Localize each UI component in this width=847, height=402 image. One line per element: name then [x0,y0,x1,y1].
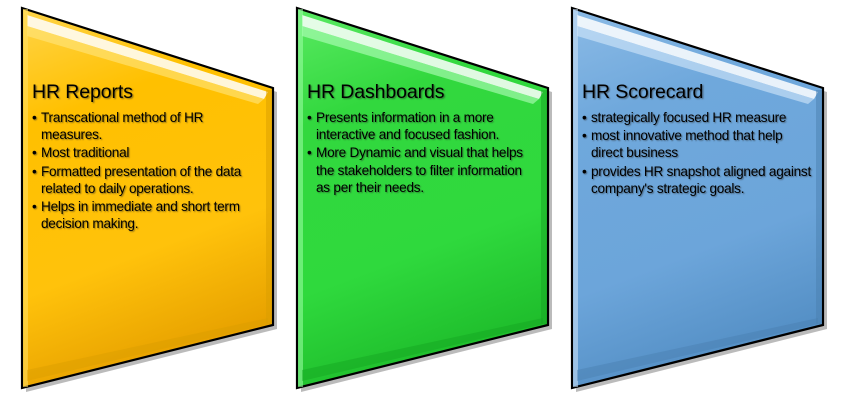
panel-bevel-top-soft [577,26,814,104]
list-item: Helps in immediate and short term decisi… [32,198,264,232]
panel-hr-scorecard[interactable]: HR Scorecard strategically focused HR me… [550,0,832,402]
panel-bevel-left [573,9,578,387]
panel-bevel-top [27,15,268,99]
panel-bevel-top-soft [27,26,264,104]
list-item: Transcational method of HR measures. [32,109,264,143]
list-item: More Dynamic and visual that helps the s… [307,144,539,196]
panel-body [570,6,825,390]
panel-bevel-right [266,90,272,324]
panel-bevel-right [541,90,547,324]
panel-bevel-top [577,15,818,99]
panel-bevel-top [302,15,543,99]
panel-bevel-left [298,9,303,387]
bullet-list: Presents information in a more interacti… [307,109,539,196]
panel-content-hr-dashboards: HR Dashboards Presents information in a … [307,80,539,197]
panel-hr-dashboards[interactable]: HR Dashboards Presents information in a … [275,0,557,402]
panel-shape-hr-scorecard [570,6,827,392]
panel-bevel-bottom [302,318,543,381]
bullet-list: strategically focused HR measure most in… [582,109,814,197]
list-item: provides HR snapshot aligned against com… [582,163,814,197]
panel-bevel-bottom [577,318,818,381]
panel-body [295,6,550,390]
panel-title: HR Scorecard [582,81,704,103]
panel-bevel-top-soft [302,26,539,104]
panel-bevel-bottom [27,318,268,381]
panel-content-hr-reports: HR Reports Transcational method of HR me… [32,80,264,233]
panel-bevel-right [816,90,822,324]
panel-content-hr-scorecard: HR Scorecard strategically focused HR me… [582,80,814,198]
list-item: Formatted presentation of the data relat… [32,163,264,197]
bullet-list: Transcational method of HR measures. Mos… [32,109,264,232]
list-item: Most traditional [32,144,264,161]
list-item: strategically focused HR measure [582,109,814,126]
panel-title: HR Dashboards [307,81,445,103]
list-item: Presents information in a more interacti… [307,109,539,143]
panel-bevel-left [23,9,28,387]
panel-hr-reports[interactable]: HR Reports Transcational method of HR me… [0,0,282,402]
panel-title: HR Reports [32,81,133,103]
list-item: most innovative method that help direct … [582,127,814,161]
panel-shape-hr-dashboards [295,6,552,392]
